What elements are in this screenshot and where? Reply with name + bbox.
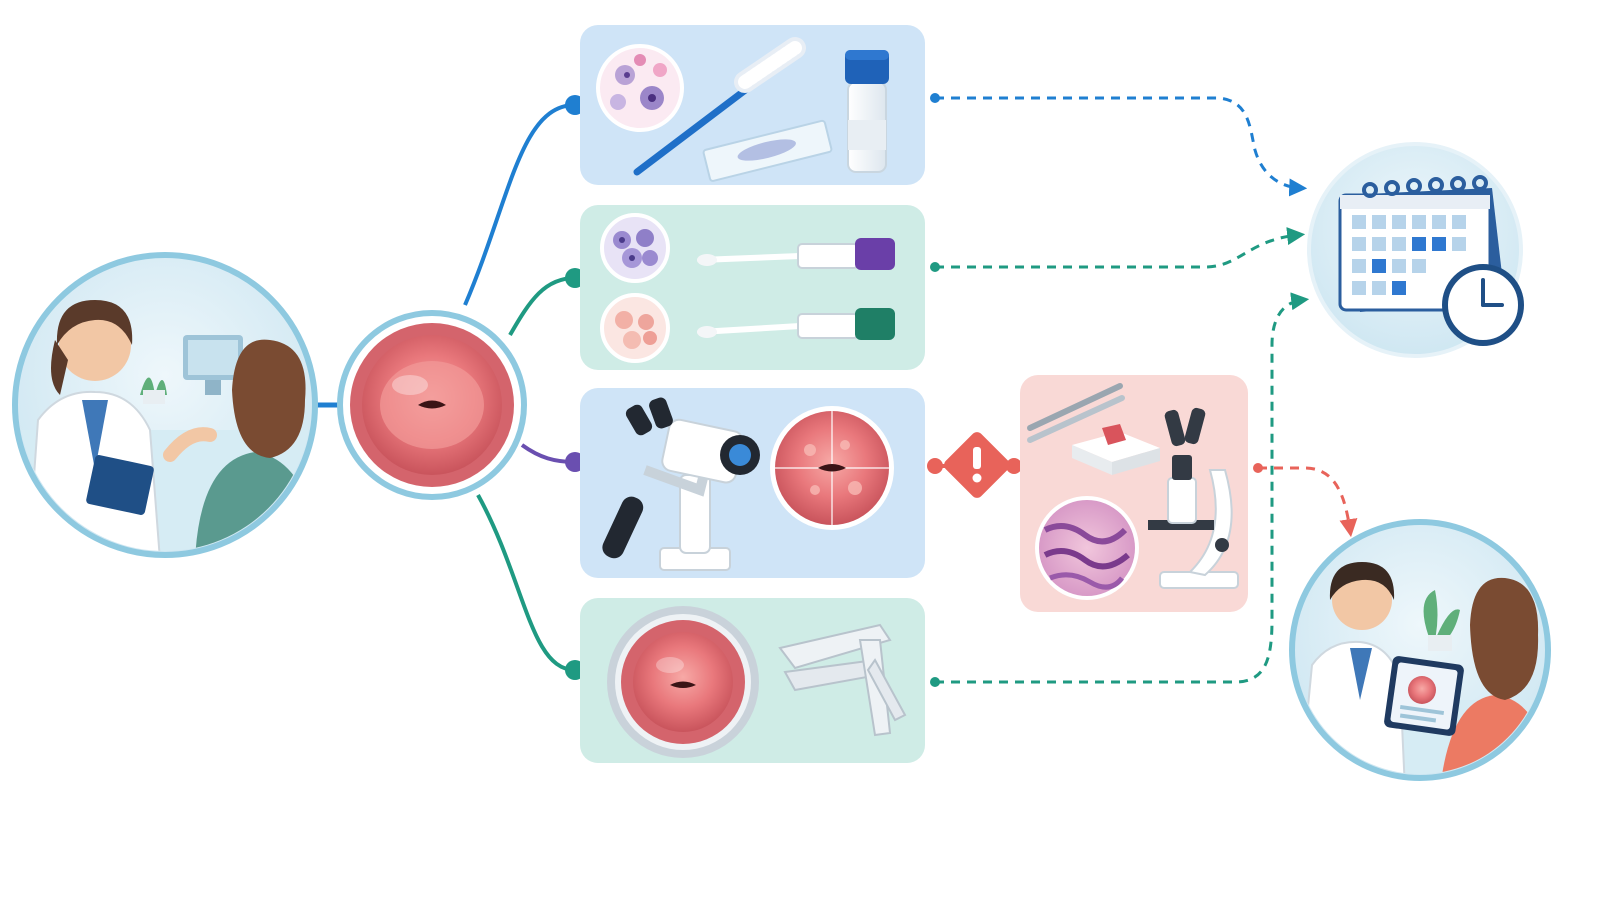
colposcope-icon (602, 397, 760, 571)
pap-to-followup-arrow (935, 96, 1308, 197)
biopsy-panel (1020, 375, 1248, 612)
results-tablet-icon (1384, 656, 1464, 736)
biopsy-outcome-dot (1253, 463, 1263, 473)
histology-slide-icon (1035, 496, 1139, 600)
speculum-view-icon (607, 606, 759, 758)
visual-exam-panel (580, 598, 925, 763)
cervix-view (337, 310, 527, 500)
microscope-icon (1148, 407, 1239, 589)
pap-outcome-dot (930, 93, 940, 103)
clipboard-icon (86, 455, 154, 515)
hpv-test-panel (580, 205, 925, 370)
tissue-block-icon (1072, 424, 1160, 475)
swab-tube-green-icon (697, 308, 895, 340)
magnified-cervix-icon (770, 406, 894, 530)
hpv-to-followup-arrow (935, 227, 1306, 269)
branch-visual (476, 494, 576, 672)
branch-hpv (508, 276, 576, 336)
visual-outcome-dot (930, 677, 940, 687)
follow-up-schedule (1307, 142, 1524, 358)
colposcopy-panel (580, 388, 925, 578)
patient-hair (1470, 577, 1539, 700)
hpv-outcome-dot (930, 262, 940, 272)
sample-vial-icon (845, 50, 889, 173)
consultation-scene (12, 252, 318, 558)
doctor-face (59, 309, 131, 381)
results-review-scene (1289, 519, 1551, 781)
cell-sample-purple-icon (600, 213, 670, 283)
cytology-sample-icon (596, 44, 684, 132)
speculum-icon (778, 623, 907, 737)
branch-connectors (310, 95, 585, 680)
alert-icon (973, 447, 981, 469)
clock-icon (1442, 264, 1524, 346)
biopsy-to-results-arrow (1258, 466, 1358, 538)
swab-tube-purple-icon (697, 238, 895, 270)
abnormal-finding-alert (927, 432, 1022, 498)
os-mark (418, 400, 446, 409)
glass-slide-icon (702, 119, 833, 182)
patient-hair (232, 339, 306, 458)
cervical-brush-icon (633, 37, 806, 176)
pap-smear-panel (580, 25, 925, 185)
branch-pap (463, 103, 576, 306)
plant-icon (1423, 590, 1460, 645)
cell-sample-pink-icon (600, 293, 670, 363)
biopsy-forceps-icon (1027, 383, 1125, 443)
outcome-connectors (935, 96, 1358, 684)
doctor-face (1332, 570, 1392, 630)
